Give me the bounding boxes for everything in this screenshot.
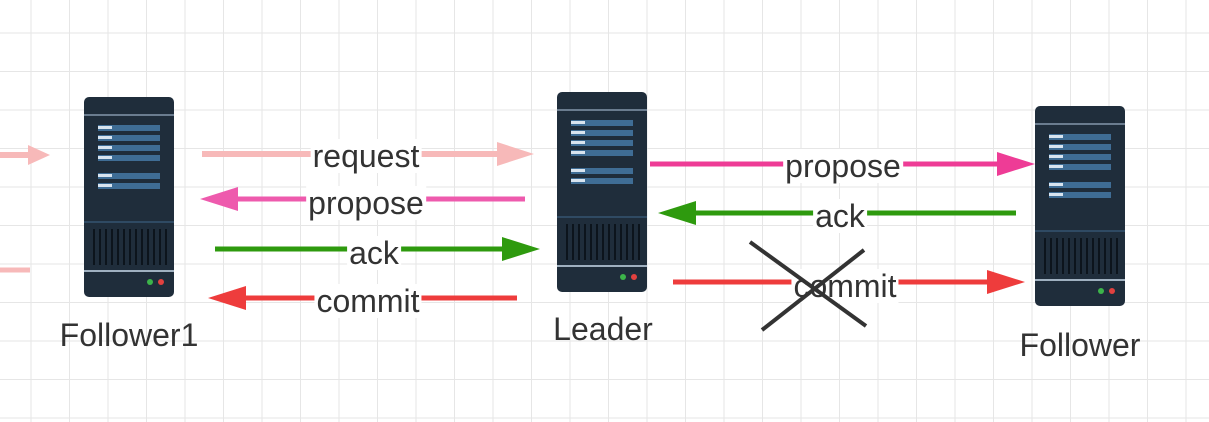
- ack-label-left: ack: [347, 235, 401, 271]
- request-label: request: [310, 138, 422, 174]
- incoming-request-arrow: [0, 145, 50, 165]
- ack-label-right: ack: [813, 198, 867, 234]
- propose-label-left: propose: [306, 185, 426, 221]
- leader-label: Leader: [553, 311, 653, 347]
- propose-label-right: propose: [783, 148, 903, 184]
- follower1-label: Follower1: [59, 317, 199, 353]
- commit-label-left: commit: [314, 283, 422, 319]
- follower-label: Follower: [1019, 327, 1141, 363]
